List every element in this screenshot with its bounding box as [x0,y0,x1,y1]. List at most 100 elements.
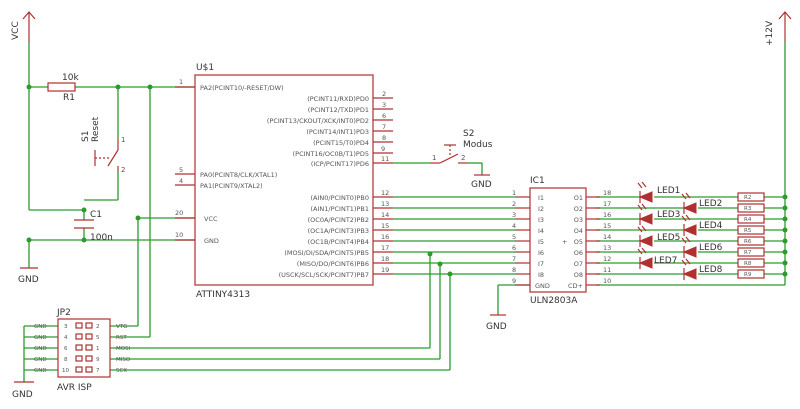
svg-text:O7: O7 [574,260,583,268]
svg-text:(PCINT12/TXD)PD1: (PCINT12/TXD)PD1 [308,106,369,114]
svg-text:10: 10 [62,368,69,374]
led-7: LED7 [637,247,677,269]
svg-text:GND: GND [34,357,47,363]
svg-text:13: 13 [603,244,611,252]
svg-text:20: 20 [175,209,183,217]
svg-text:5: 5 [179,166,183,174]
svg-text:(PCINT16/OC0B/T1)PD5: (PCINT16/OC0B/T1)PD5 [293,150,369,158]
svg-text:GND: GND [12,390,33,400]
u1-name: U$1 [196,63,214,73]
svg-text:6: 6 [382,112,386,120]
svg-text:(OC1B/PCINT4)PB4: (OC1B/PCINT4)PB4 [308,238,369,246]
svg-text:O1: O1 [574,194,583,202]
svg-text:SCK: SCK [116,368,127,374]
svg-text:PA0(PCINT8/CLK/XTAL1): PA0(PCINT8/CLK/XTAL1) [200,171,277,179]
vcc-supply: VCC [11,11,36,42]
svg-text:CD+: CD+ [568,282,583,290]
svg-text:GND: GND [535,282,550,290]
svg-text:GND: GND [34,368,47,374]
ic-ic1-uln2803a: IC1 ULN2803A I1 I2 I3 I4 I5 I6 I7 I8 GND… [512,176,611,306]
jp2-label: AVR ISP [57,383,92,393]
s2-name: S2 [463,129,474,139]
plus12v-supply: +12V [765,11,792,46]
svg-text:16: 16 [603,211,611,219]
svg-text:11: 11 [381,155,389,163]
svg-text:R6: R6 [744,239,752,245]
led-8: LED8 [681,258,723,280]
svg-text:12: 12 [381,189,389,197]
svg-text:15: 15 [603,222,611,230]
gnd-symbols: GND GND GND GND [12,174,507,400]
svg-text:17: 17 [381,244,389,252]
svg-text:6: 6 [64,346,68,352]
svg-text:(MISO/DO/PCINT6)PB6: (MISO/DO/PCINT6)PB6 [297,260,369,268]
jp2-name: JP2 [56,308,71,318]
c1-name: C1 [90,210,102,220]
svg-text:LED1: LED1 [657,186,680,196]
svg-text:5: 5 [512,233,516,241]
ic1-part: ULN2803A [530,296,578,306]
svg-text:8: 8 [64,357,68,363]
svg-text:9: 9 [512,277,516,285]
svg-text:I5: I5 [538,238,544,246]
svg-text:3: 3 [512,211,516,219]
svg-text:VCC: VCC [204,215,218,223]
s2-label: Modus [463,140,493,150]
svg-text:4: 4 [512,222,516,230]
svg-text:I8: I8 [538,271,544,279]
svg-text:LED6: LED6 [699,243,723,253]
svg-text:O6: O6 [574,249,583,257]
svg-text:13: 13 [381,200,389,208]
svg-text:(OC0A/PCINT2)PB2: (OC0A/PCINT2)PB2 [308,216,369,224]
u1-part: ATTINY4313 [196,290,250,300]
led-3: LED3 [637,203,680,225]
svg-text:2: 2 [512,200,516,208]
svg-text:R4: R4 [744,217,752,223]
svg-text:R2: R2 [744,195,751,201]
svg-text:8: 8 [512,266,516,274]
svg-text:GND: GND [34,346,47,352]
svg-text:LED7: LED7 [654,256,677,266]
led-5: LED5 [637,225,680,247]
led-1: LED1 [637,181,680,203]
svg-text:O4: O4 [574,227,583,235]
svg-text:(OC1A/PCINT3)PB3: (OC1A/PCINT3)PB3 [308,227,369,235]
svg-text:(ICP/PCINT17)PD6: (ICP/PCINT17)PD6 [311,160,369,168]
svg-text:LED2: LED2 [699,199,722,209]
svg-text:LED3: LED3 [657,210,680,220]
svg-text:16: 16 [381,233,389,241]
svg-text:2: 2 [461,154,465,162]
svg-text:O5: O5 [574,238,583,246]
svg-text:(AIN1/PCINT1)PB1: (AIN1/PCINT1)PB1 [311,205,369,213]
svg-text:14: 14 [381,211,389,219]
svg-text:2: 2 [121,166,125,174]
svg-text:GND: GND [471,180,492,190]
svg-text:R7: R7 [744,250,752,256]
svg-text:LED8: LED8 [699,265,723,275]
wires [23,42,786,382]
r1-name: R1 [63,93,75,103]
svg-text:I4: I4 [538,227,544,235]
svg-text:(PCINT15/T0)PD4: (PCINT15/T0)PD4 [313,139,369,147]
svg-text:10: 10 [175,231,183,239]
svg-text:6: 6 [512,244,516,252]
svg-text:MOSI: MOSI [116,346,131,352]
c1-value: 100n [90,233,113,243]
svg-text:I7: I7 [538,260,544,268]
svg-text:5: 5 [96,335,100,341]
svg-text:7: 7 [512,255,516,263]
resistor-r1: 10k R1 [47,73,79,103]
ic1-name: IC1 [530,176,545,186]
svg-text:1: 1 [96,346,100,352]
s1-label: Reset [91,116,101,142]
svg-text:VTG: VTG [116,324,127,330]
svg-text:R8: R8 [744,261,752,267]
svg-text:2: 2 [382,90,386,98]
svg-text:I2: I2 [538,205,544,213]
svg-text:17: 17 [603,200,611,208]
svg-text:11: 11 [603,266,611,274]
svg-text:12: 12 [603,255,611,263]
ic-u1-attiny4313: U$1 ATTINY4313 PA2(PCINT10/-RESET/DW) PA… [175,63,393,300]
led-4: LED4 [681,214,723,236]
svg-text:GND: GND [18,275,39,285]
